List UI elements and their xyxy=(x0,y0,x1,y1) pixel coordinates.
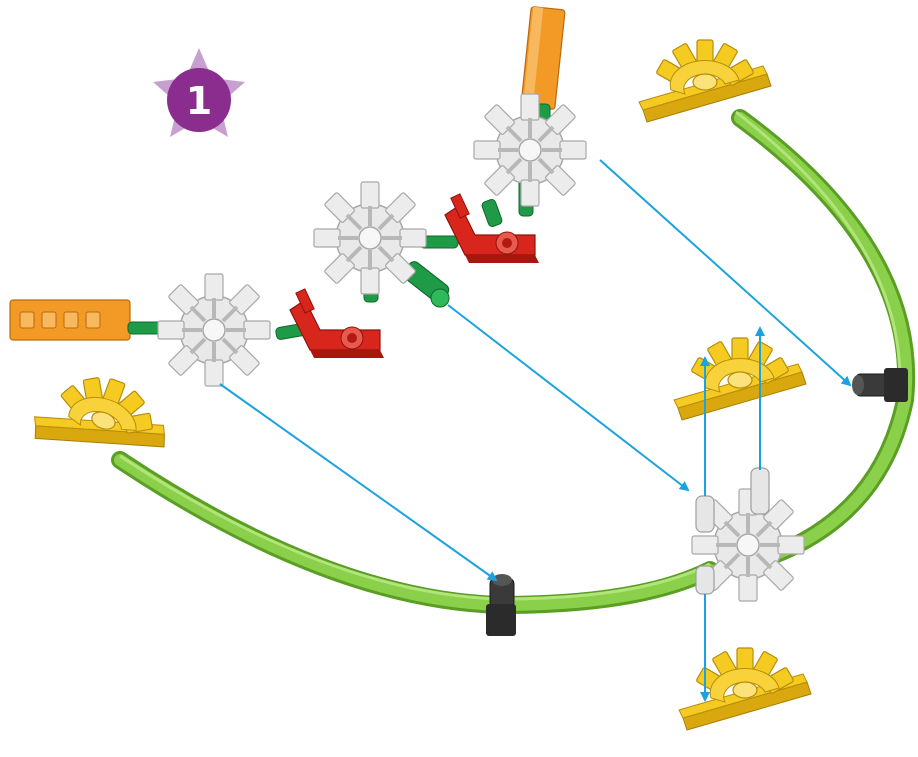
step-badge: 1 xyxy=(153,48,245,137)
white-connector-middle xyxy=(312,180,428,296)
assembly-arrows xyxy=(219,159,852,702)
black-clip-right xyxy=(852,368,908,402)
white-connector-left xyxy=(156,272,272,388)
yellow-connector-bottom-right xyxy=(678,647,812,731)
orange-rod-left xyxy=(9,299,131,341)
yellow-connector-top-right xyxy=(638,39,772,123)
white-connector-top xyxy=(472,92,588,208)
arrow-top-to-right-clip xyxy=(599,159,852,387)
green-rod-lower xyxy=(111,451,719,615)
arrow-middle-to-lower-connector xyxy=(447,304,690,492)
yellow-connector-left xyxy=(27,357,181,482)
step-number: 1 xyxy=(186,79,212,123)
black-clip-lower xyxy=(486,574,516,636)
arrow-left-to-lower-clip xyxy=(219,383,498,582)
yellow-connector-middle-right xyxy=(673,337,807,421)
step-circle xyxy=(167,68,231,132)
white-connector-lower-right xyxy=(690,467,806,603)
